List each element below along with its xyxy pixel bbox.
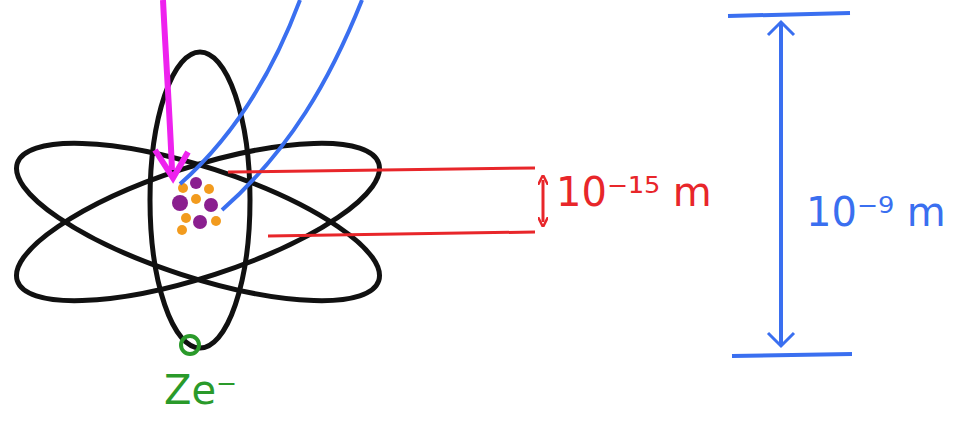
nucleus-size-label: 10⁻¹⁵ m [556, 170, 712, 214]
pointer-arrow [155, 0, 188, 178]
nucleus [172, 177, 221, 235]
leader-lines [180, 0, 362, 210]
electron-charge-label: Ze⁻ [164, 368, 237, 412]
nucleus-dimension [228, 168, 543, 236]
orbit [0, 111, 395, 333]
atom-dimension [728, 13, 852, 356]
electron [181, 336, 199, 354]
orbits [0, 52, 395, 348]
orbit [0, 111, 395, 333]
atom-size-label: 10⁻⁹ m [806, 190, 946, 234]
